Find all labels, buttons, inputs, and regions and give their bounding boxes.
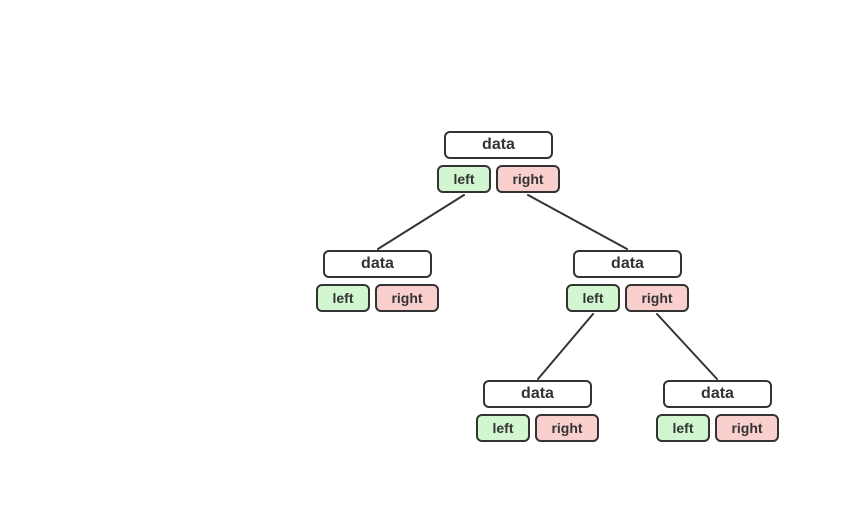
pointer-row: left right <box>437 165 560 193</box>
tree-node-left-child: data left right <box>316 250 439 312</box>
pointer-row: left right <box>656 414 779 442</box>
pointer-row: left right <box>476 414 599 442</box>
node-data-box: data <box>573 250 682 278</box>
tree-node-right-right-grandchild: data left right <box>656 380 779 442</box>
right-pointer-box: right <box>715 414 779 442</box>
right-pointer-box: right <box>625 284 689 312</box>
node-data-box: data <box>483 380 592 408</box>
tree-node-root: data left right <box>437 131 560 193</box>
tree-node-right-left-grandchild: data left right <box>476 380 599 442</box>
right-pointer-box: right <box>375 284 439 312</box>
left-pointer-box: left <box>566 284 620 312</box>
pointer-row: left right <box>566 284 689 312</box>
right-pointer-box: right <box>496 165 560 193</box>
left-pointer-box: left <box>437 165 491 193</box>
node-data-box: data <box>663 380 772 408</box>
right-pointer-box: right <box>535 414 599 442</box>
edge-root-left-to-left-child <box>377 194 465 250</box>
tree-node-right-child: data left right <box>566 250 689 312</box>
left-pointer-box: left <box>316 284 370 312</box>
left-pointer-box: left <box>476 414 530 442</box>
edge-root-right-to-right-child <box>527 194 628 250</box>
edge-rightchild-left-to-grandchild <box>537 313 594 380</box>
left-pointer-box: left <box>656 414 710 442</box>
edge-rightchild-right-to-grandchild <box>656 313 718 380</box>
pointer-row: left right <box>316 284 439 312</box>
node-data-box: data <box>444 131 553 159</box>
node-data-box: data <box>323 250 432 278</box>
